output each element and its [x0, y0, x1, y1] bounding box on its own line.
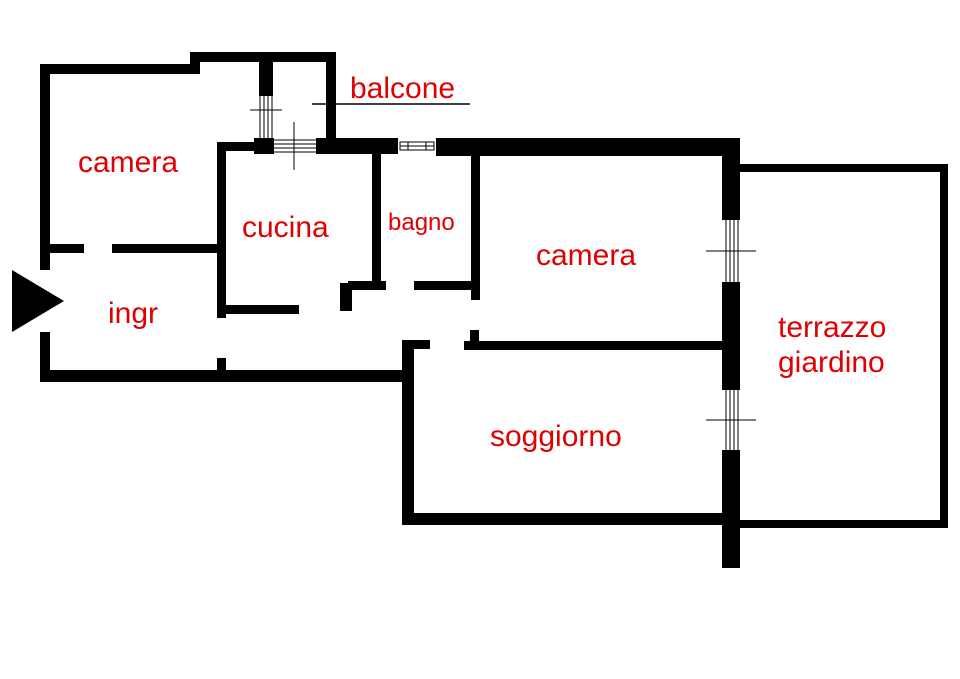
interior-walls: [40, 142, 734, 372]
room-label-camera-left: camera: [78, 146, 178, 179]
windows: [250, 96, 756, 450]
exterior-walls: [40, 52, 740, 568]
wall: [464, 341, 734, 350]
wall: [40, 64, 200, 74]
wall: [217, 305, 299, 314]
wall: [372, 150, 381, 282]
room-label-camera-right: camera: [536, 239, 636, 272]
window: [706, 390, 756, 450]
room-label-balcone: balcone: [350, 72, 455, 105]
wall: [436, 138, 740, 156]
wall: [722, 282, 740, 390]
entrance-arrow-icon: [12, 270, 64, 332]
window: [250, 96, 282, 138]
terrace-outline: [740, 164, 948, 528]
wall: [722, 450, 740, 568]
wall: [40, 244, 84, 253]
wall: [402, 340, 414, 524]
room-label-giardino: giardino: [778, 346, 885, 379]
wall: [217, 142, 226, 318]
wall: [190, 52, 200, 74]
wall: [348, 281, 386, 290]
wall: [259, 62, 273, 96]
wall: [470, 330, 479, 344]
wall: [722, 138, 740, 220]
wall: [326, 52, 336, 142]
room-label-bagno: bagno: [388, 209, 455, 236]
window: [274, 122, 316, 170]
room-label-cucina: cucina: [242, 211, 329, 244]
window: [399, 141, 435, 151]
wall: [740, 164, 948, 172]
wall: [340, 283, 352, 311]
window: [706, 220, 756, 282]
wall: [402, 340, 430, 349]
wall: [471, 150, 480, 300]
wall: [217, 358, 226, 372]
room-label-ingr: ingr: [108, 297, 158, 330]
wall: [40, 370, 412, 382]
wall: [402, 513, 740, 525]
wall: [112, 244, 222, 253]
wall: [940, 164, 948, 528]
wall: [190, 52, 336, 62]
wall: [740, 520, 948, 528]
room-label-terrazzo: terrazzo: [778, 311, 886, 344]
wall: [40, 64, 50, 270]
wall: [414, 281, 480, 290]
wall: [217, 142, 262, 151]
room-label-soggiorno: soggiorno: [490, 420, 622, 453]
wall: [40, 332, 50, 382]
